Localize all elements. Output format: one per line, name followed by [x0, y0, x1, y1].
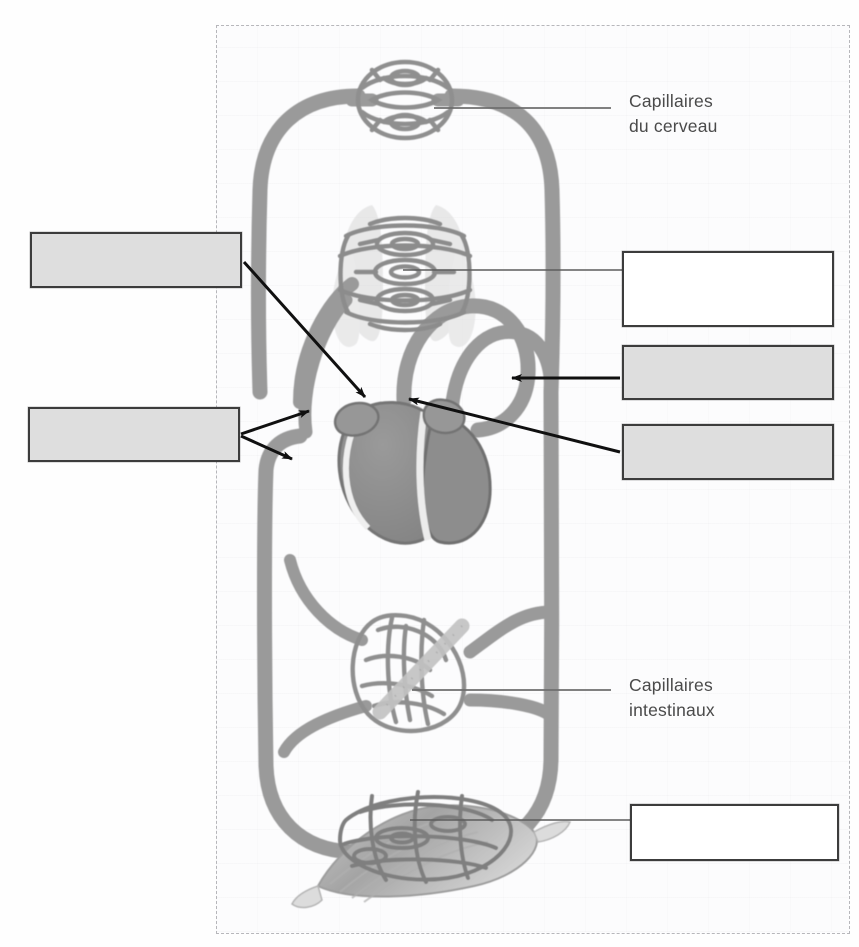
answer-box-right-1[interactable] [622, 251, 834, 327]
intestine-capillary-network [350, 613, 470, 734]
label-capillaires-cerveau: Capillaires du cerveau [629, 89, 718, 139]
lung-capillary-network [337, 215, 473, 333]
brain-capillary-network [355, 59, 455, 141]
connector-box-left-top [242, 260, 367, 399]
connector-box-left-bottom-a [240, 409, 310, 436]
label-capillaires-cerveau-line1: Capillaires [629, 91, 713, 111]
answer-box-left-bottom[interactable] [28, 407, 240, 462]
answer-box-right-2[interactable] [622, 345, 834, 400]
label-leader-lines [412, 107, 611, 691]
label-capillaires-intestinaux-line2: intestinaux [629, 699, 715, 720]
answer-box-left-top[interactable] [30, 232, 242, 288]
box-connectors [240, 260, 630, 821]
label-capillaires-cerveau-line2: du cerveau [629, 115, 718, 136]
connector-box-left-bottom-b [240, 434, 293, 461]
connector-box-right-3 [408, 397, 621, 454]
answer-box-right-3[interactable] [622, 424, 834, 480]
heart-organ [333, 398, 492, 545]
label-capillaires-intestinaux: Capillaires intestinaux [629, 673, 715, 723]
muscle-capillary-network [291, 790, 572, 909]
label-capillaires-intestinaux-line1: Capillaires [629, 675, 713, 695]
answer-box-right-bottom[interactable] [630, 804, 839, 861]
